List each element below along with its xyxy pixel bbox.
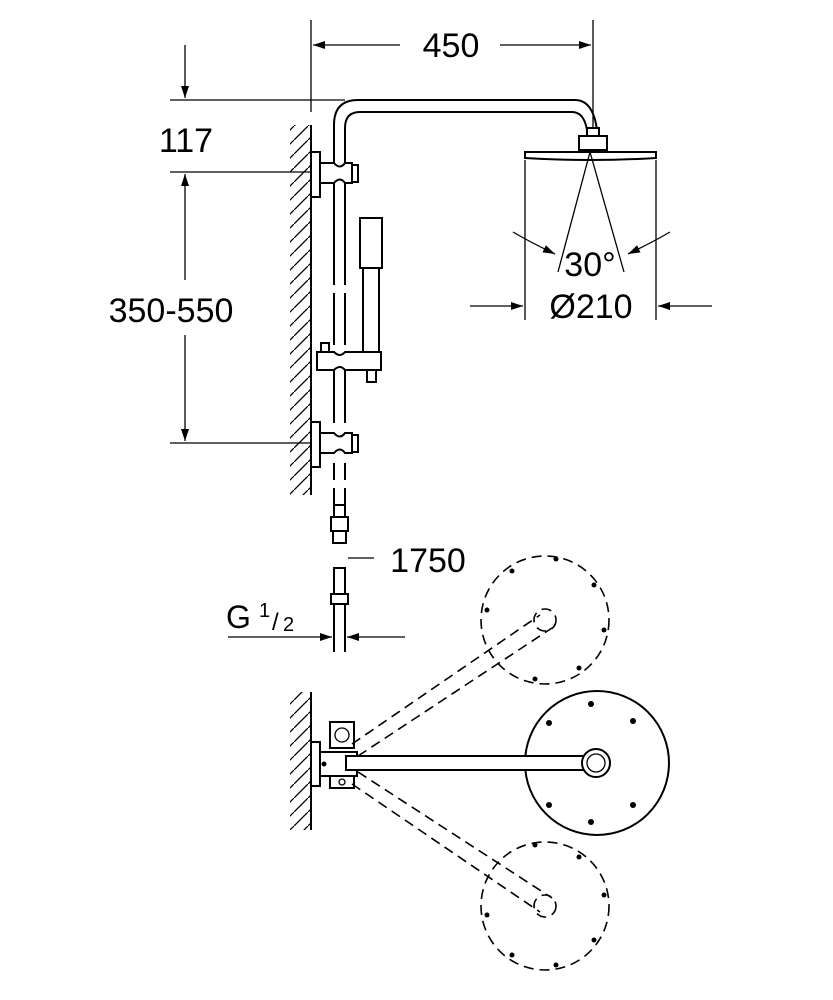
dimension-450: 450 — [310, 20, 594, 128]
spray-angle-label: 30° — [564, 246, 615, 284]
plan-view — [290, 555, 670, 971]
dimension-connection: G 1 / 2 — [226, 599, 405, 641]
wall-bracket-top — [310, 151, 359, 198]
head-shower: 30° Ø210 — [470, 127, 712, 326]
connection-label-den: 2 — [283, 614, 294, 636]
nozzle-dots — [484, 556, 636, 968]
dimension-vertical: 117 350-550 — [109, 45, 345, 444]
head-diameter-label: Ø210 — [549, 288, 632, 326]
dimension-117-label: 117 — [159, 122, 213, 160]
dimension-450-label: 450 — [423, 27, 480, 65]
riser-pipe — [333, 99, 598, 505]
hand-shower — [316, 217, 383, 383]
hose-length-label: 1750 — [390, 542, 466, 580]
dimension-350-550-label: 350-550 — [109, 292, 234, 330]
fraction-slash: / — [272, 609, 279, 636]
wall-side — [290, 125, 312, 495]
connection-label-g: G — [226, 599, 251, 635]
wall-bracket-bottom — [310, 421, 359, 468]
connection-label-num: 1 — [259, 600, 270, 622]
shower-hose: 1750 — [330, 504, 466, 652]
